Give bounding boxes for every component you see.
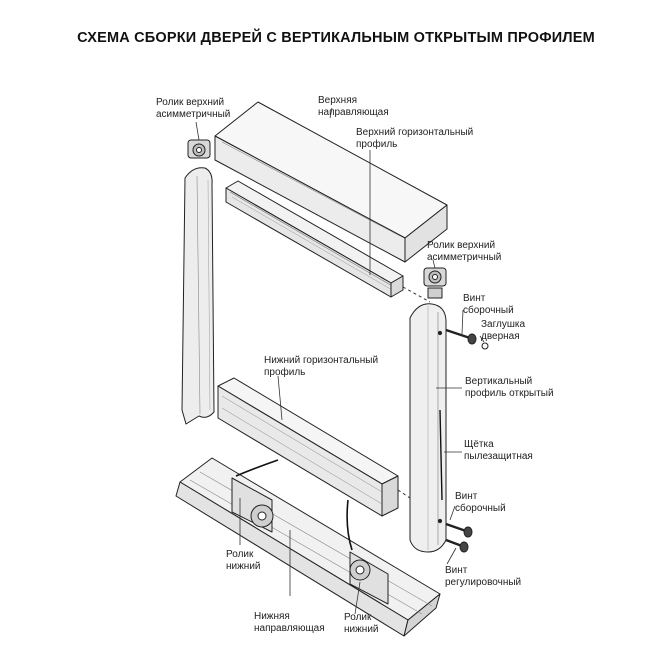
door-plug-part [481, 342, 489, 350]
adjusting-screw-part [445, 538, 469, 553]
bottom-roller-right-part [346, 499, 389, 605]
vertical-open-profile-part [409, 303, 447, 553]
bottom-roller-left-part [231, 459, 279, 533]
diagram-title: СХЕМА СБОРКИ ДВЕРЕЙ С ВЕРТИКАЛЬНЫМ ОТКРЫ… [77, 30, 595, 46]
bottom-rail-part [175, 457, 441, 637]
assembly-screw-top-part [445, 328, 477, 345]
bottom-horizontal-profile-part [217, 377, 399, 517]
top-roller-left-part [187, 139, 211, 159]
top-roller-right-part [423, 267, 447, 299]
leader-lines [239, 107, 485, 615]
assembly-screw-bottom-part [445, 522, 473, 538]
left-vertical-profile-part [181, 167, 215, 425]
top-rail-part [214, 101, 448, 263]
top-horizontal-profile-part [225, 180, 404, 298]
